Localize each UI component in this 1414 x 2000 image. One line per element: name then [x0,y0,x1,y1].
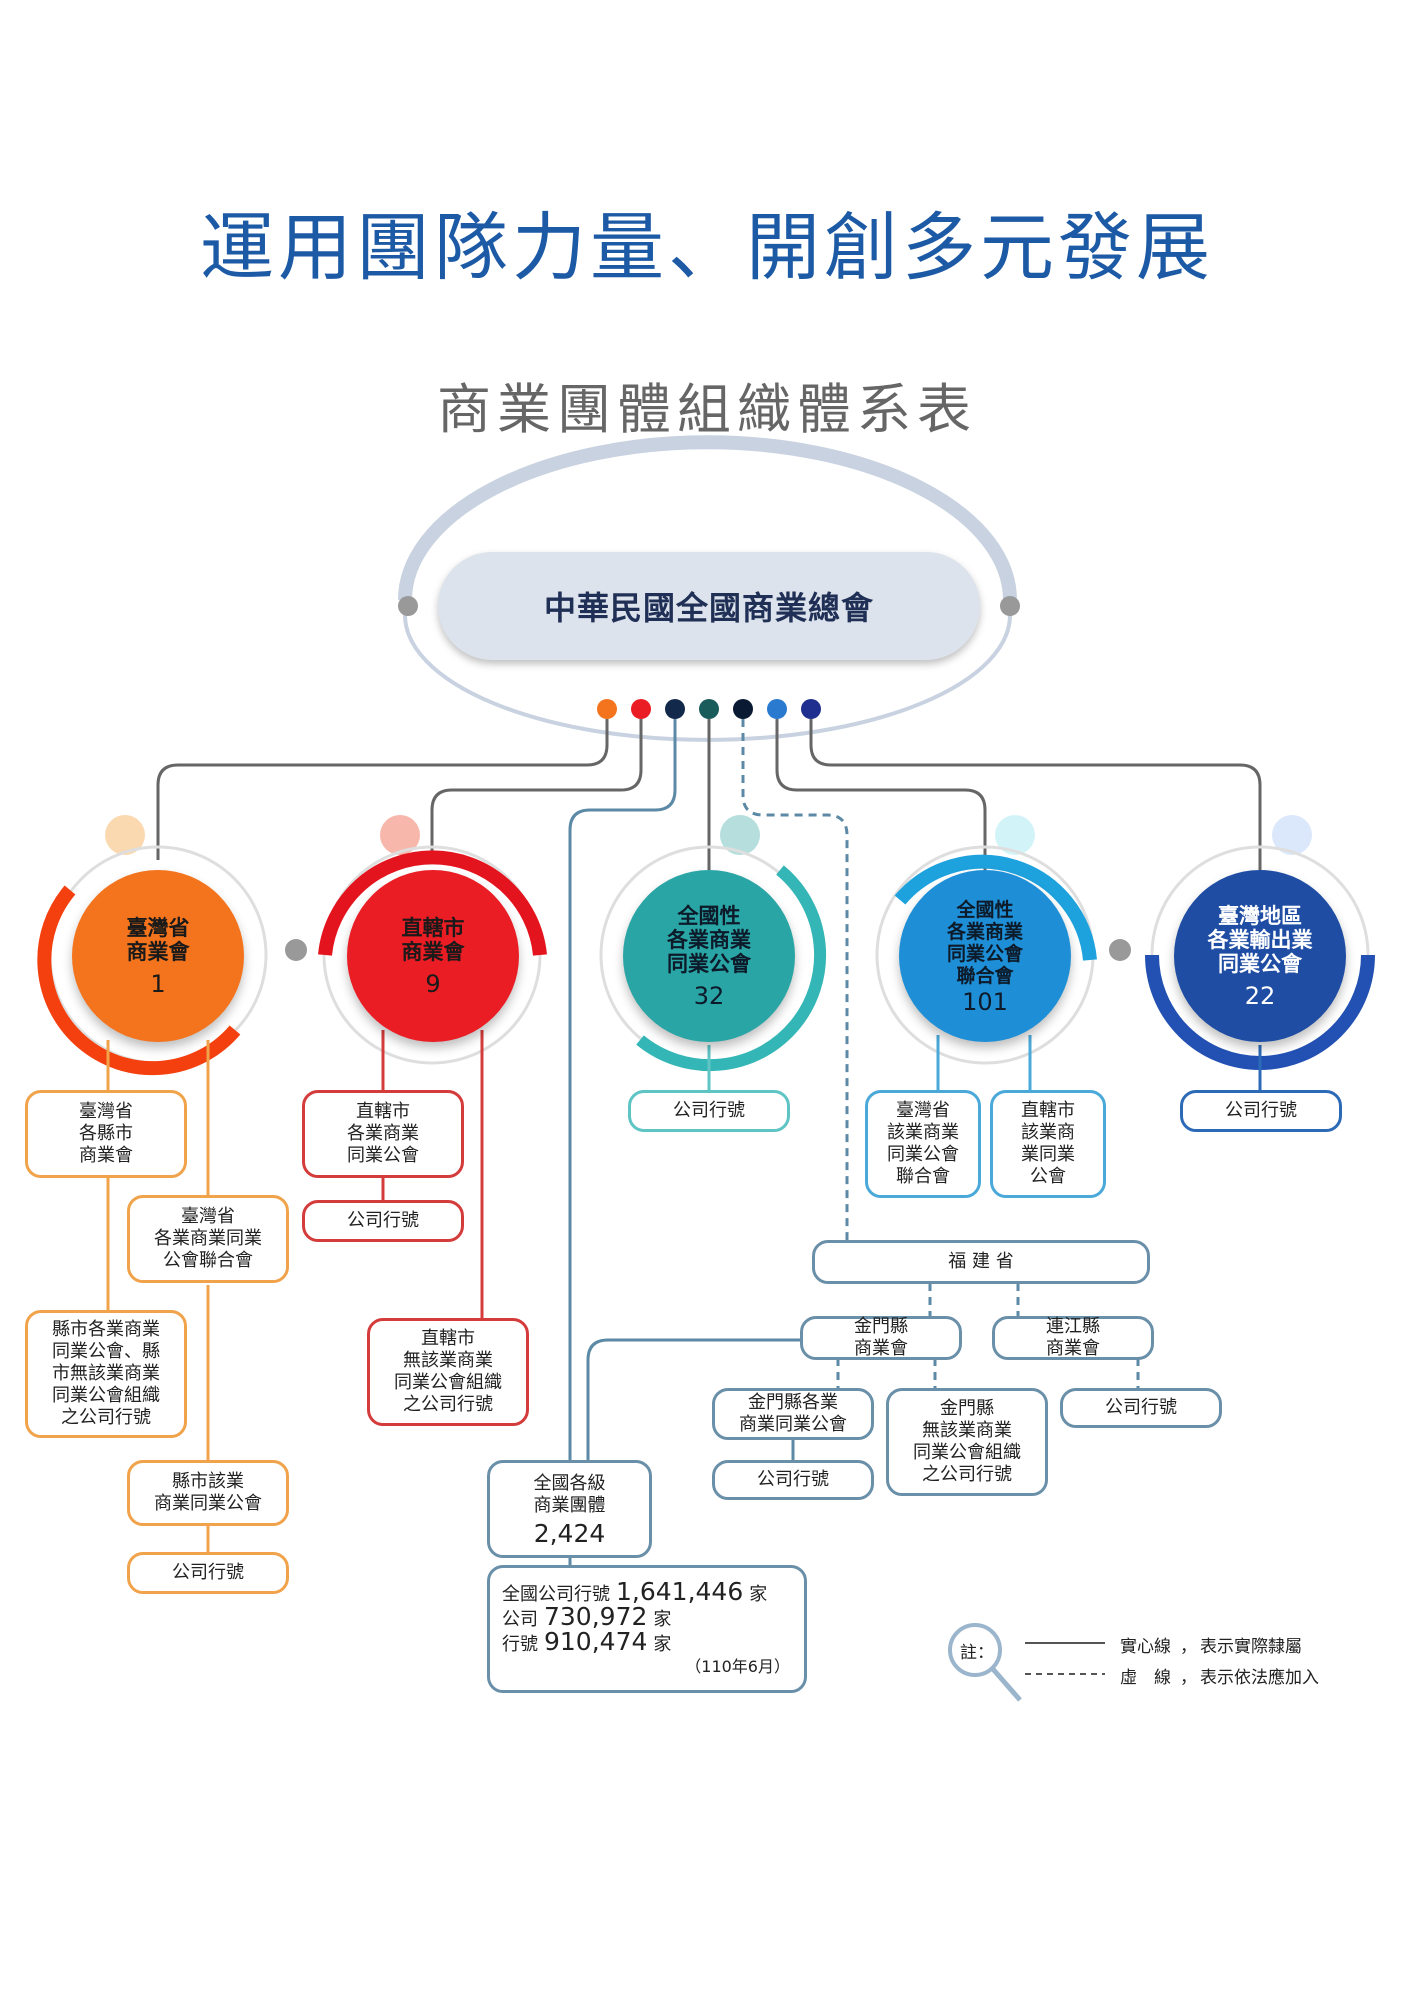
root-organization: 中華民國全國商業總會 [438,552,980,660]
ring-teal [636,865,827,1072]
ring-red [318,850,547,956]
chart-subtitle: 商業團體組織體系表 [437,378,977,441]
box-prov-county-chamber: 臺灣省各縣市商業會 [25,1090,187,1178]
deco-dot-dblue [1272,815,1312,855]
circle-national-assoc: 全國性 各業商業 同業公會 32 [623,870,795,1042]
box-company-lienchiang: 公司行號 [1060,1388,1222,1428]
deco-dot-teal [720,815,760,855]
box-lienchiang: 連江縣商業會 [992,1316,1154,1360]
box-kinmen: 金門縣商業會 [800,1316,962,1360]
circle-municipal: 直轄市 商業會 9 [347,870,519,1042]
box-muni-none: 直轄市無該業商業同業公會組織之公司行號 [367,1318,529,1426]
box-fed-muni: 直轄市該業商業同業公會 [990,1090,1106,1198]
branch-dots [597,699,821,719]
legend-note: 註： [960,1643,994,1663]
box-company-dblue: 公司行號 [1180,1090,1342,1132]
page-title: 運用團隊力量、開創多元發展 [200,205,1214,291]
root-arc-top [398,435,1017,601]
box-company-red: 公司行號 [302,1200,464,1242]
ring-orange [37,885,241,1076]
deco-dot-orange [105,815,145,855]
box-company-teal: 公司行號 [628,1090,790,1132]
box-fed-prov: 臺灣省該業商業同業公會聯合會 [865,1090,981,1198]
box-company-orange: 公司行號 [127,1552,289,1594]
box-muni-assoc: 直轄市各業商業同業公會 [302,1090,464,1178]
root-dot-right [1000,596,1020,616]
legend: 註： 實心線 ， 表示實際隸屬 虛 線 ， 表示依法應加入 [960,1632,1380,1692]
box-kinmen-assoc: 金門縣各業商業同業公會 [712,1388,874,1440]
box-prov-county-assoc: 縣市各業商業同業公會、縣市無該業商業同業公會組織之公司行號 [25,1310,187,1438]
box-county-assoc: 縣市該業商業同業公會 [127,1460,289,1526]
root-dot-left [398,596,418,616]
legend-dashed-desc: 表示依法應加入 [1200,1668,1319,1688]
circle-provincial: 臺灣省 商業會 1 [72,870,244,1042]
box-prov-union: 臺灣省各業商業同業公會聯合會 [127,1195,289,1283]
legend-solid-label: 實心線 [1120,1637,1171,1657]
box-kinmen-none: 金門縣無該業商業同業公會組織之公司行號 [886,1388,1048,1496]
deco-dot-red [380,815,420,855]
box-company-kinmen: 公司行號 [712,1460,874,1500]
stat-date: （110年6月） [685,1656,790,1676]
legend-dashed-label: 虛 線 [1120,1668,1171,1688]
circle-national-fed: 全國性 各業商業 同業公會 聯合會 101 [899,870,1071,1042]
box-all-levels: 全國各級商業團體 2,424 [487,1460,652,1558]
magnifier-icon [948,1623,1002,1677]
ring-lblue [894,854,1097,961]
legend-solid-desc: 表示實際隸屬 [1200,1637,1302,1657]
circle-export: 臺灣地區 各業輸出業 同業公會 22 [1174,870,1346,1042]
deco-dot-lblue [995,815,1035,855]
box-fujian: 福 建 省 [812,1240,1150,1284]
